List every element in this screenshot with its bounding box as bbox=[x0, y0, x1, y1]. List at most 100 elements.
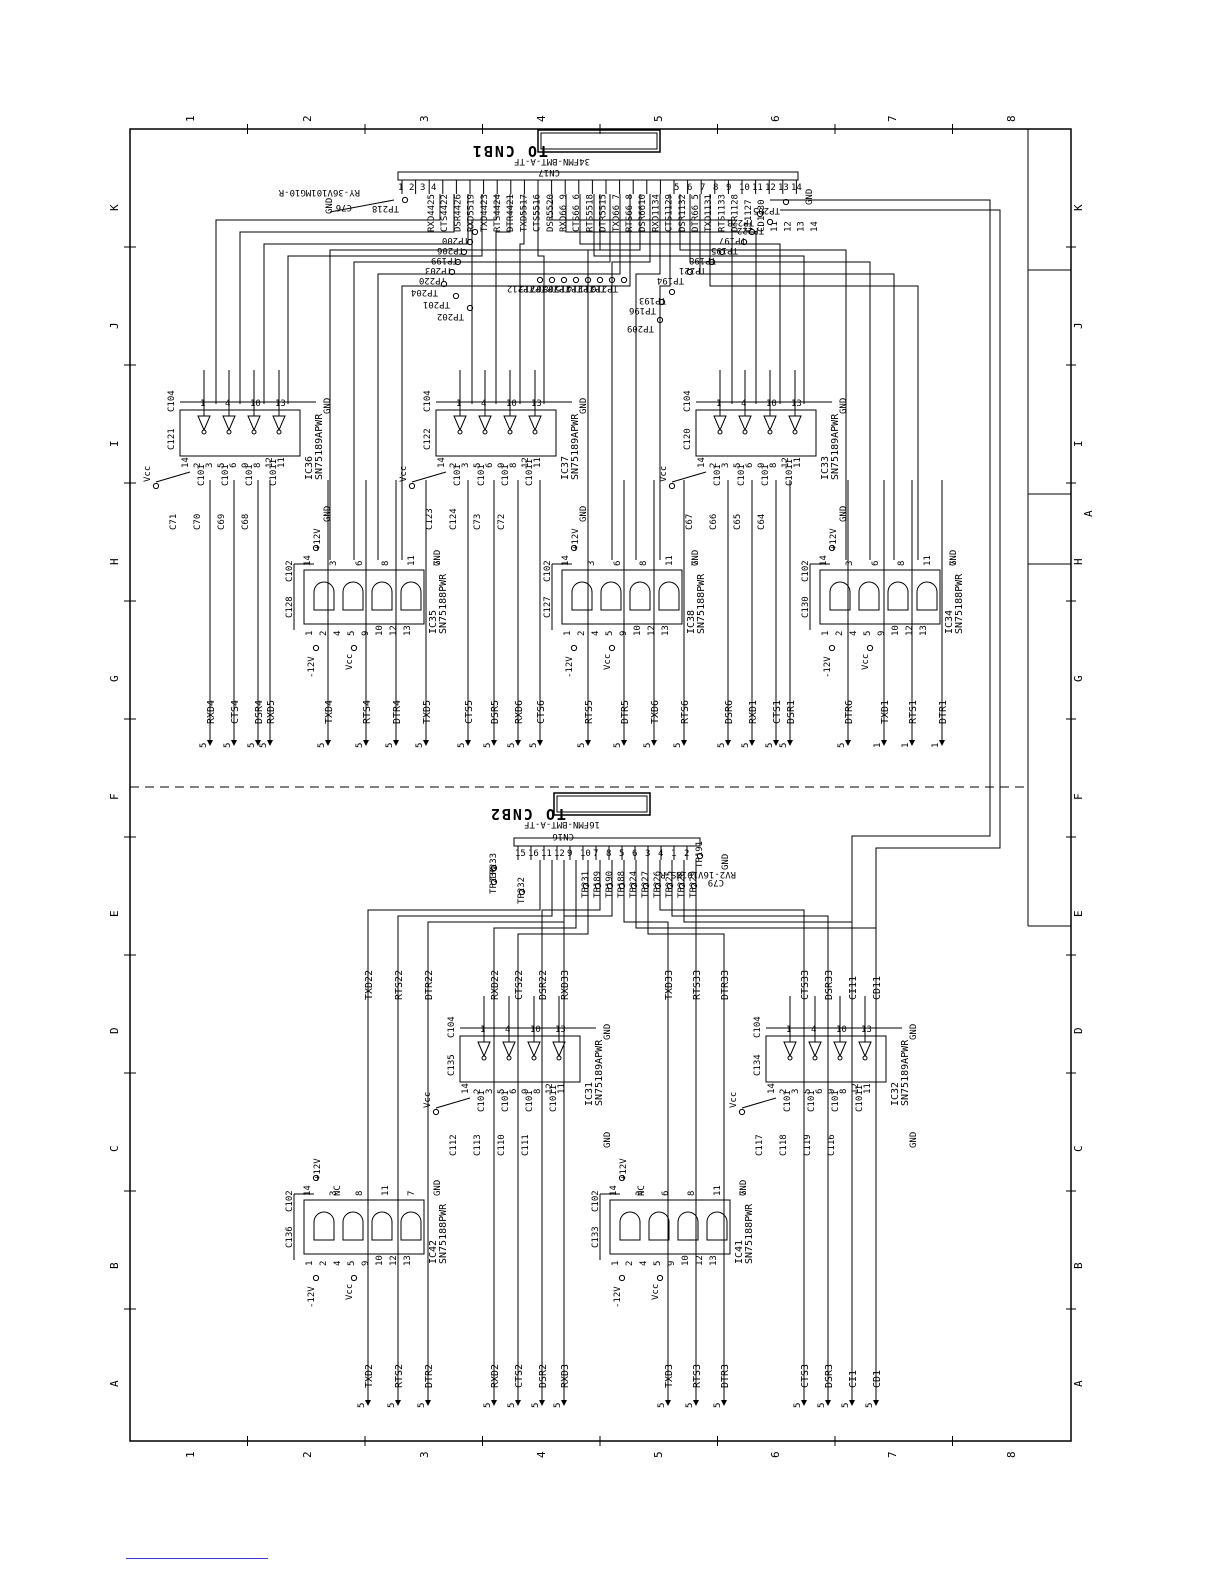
pin-number: 5 bbox=[217, 463, 227, 468]
receiver-part: SN75189APWR bbox=[570, 413, 581, 480]
pin-number: 2 bbox=[779, 1089, 789, 1094]
pin-number: 1 bbox=[456, 399, 461, 409]
testpoint bbox=[560, 276, 568, 284]
receiver-ic-name: IC33 bbox=[820, 456, 831, 480]
vcc-terminal bbox=[350, 644, 358, 652]
pin-number: 5 bbox=[653, 1261, 663, 1266]
vcc-label: Vcc bbox=[651, 1284, 661, 1300]
output-arrow bbox=[363, 740, 369, 746]
signal-wire bbox=[329, 194, 601, 560]
inverter-bubble bbox=[506, 1055, 512, 1061]
pin-number: 1 bbox=[821, 631, 831, 636]
nc-label: NC bbox=[637, 1185, 647, 1196]
sheet-ref: 5 bbox=[529, 743, 539, 748]
testpoint-label: TP224 bbox=[629, 871, 639, 898]
testpoint-label: TP190 bbox=[605, 871, 615, 898]
pin-number: 1 bbox=[786, 1025, 791, 1035]
cap-label: C104 bbox=[753, 1016, 763, 1038]
col-label-top: 3 bbox=[418, 115, 431, 122]
sheet-ref: 5 bbox=[223, 743, 233, 748]
receiver-body bbox=[459, 1035, 581, 1083]
vcc-terminal bbox=[432, 1108, 440, 1116]
signal-wire bbox=[517, 860, 589, 1400]
pin-number: 2 bbox=[319, 631, 329, 636]
output-arrow bbox=[365, 1400, 371, 1406]
cap-label: C1011 bbox=[855, 1085, 865, 1112]
pin-number: 3 bbox=[635, 1191, 645, 1196]
testpoint-label: TP230 bbox=[489, 867, 499, 894]
vcc-terminal bbox=[738, 1108, 746, 1116]
output-signal-label: RXD1 bbox=[748, 700, 759, 724]
testpoint-label: TP199 bbox=[431, 255, 458, 265]
cnb2-part: 16FMN-BMT-A-TF bbox=[524, 819, 600, 829]
output-signal-label: RXD2 bbox=[490, 1364, 501, 1388]
nand-gate bbox=[313, 581, 335, 611]
driver-body bbox=[303, 569, 425, 625]
output-signal-label: RTS3 bbox=[692, 1364, 703, 1388]
testpoint-label: TP227 bbox=[641, 871, 651, 898]
p12-label: +12V bbox=[571, 528, 581, 550]
driver-ic-name: IC35 bbox=[428, 610, 439, 634]
pin-number: 7 bbox=[691, 561, 701, 566]
row-label-right: K bbox=[1072, 204, 1085, 211]
pin-number: 6 bbox=[485, 463, 495, 468]
pin-number: 10 bbox=[375, 625, 385, 636]
row-label-left: G bbox=[108, 675, 121, 682]
output-arrow bbox=[909, 740, 915, 746]
output-cap: C73 bbox=[473, 514, 483, 530]
side-mark: A bbox=[1082, 510, 1095, 517]
output-signal-label: CI1 bbox=[848, 1370, 859, 1388]
row-label-right: E bbox=[1072, 910, 1085, 917]
testpoint bbox=[782, 198, 790, 206]
vcc-terminal bbox=[608, 644, 616, 652]
pin-number: 14 bbox=[437, 457, 447, 468]
m12-label: -12V bbox=[823, 656, 833, 678]
m12-label: -12V bbox=[307, 1286, 317, 1308]
gnd-label: GND bbox=[949, 550, 959, 566]
col-label-bottom: 2 bbox=[301, 1451, 314, 1458]
receiver-body bbox=[695, 409, 817, 457]
output-signal-label: DSR2 bbox=[538, 1364, 549, 1388]
output-cap: C69 bbox=[217, 514, 227, 530]
pin-number: 12 bbox=[265, 457, 275, 468]
pin-number: 2 bbox=[709, 463, 719, 468]
footer-rule bbox=[126, 1558, 268, 1559]
pin-number: 5 bbox=[347, 1261, 357, 1266]
output-signal-label: DSR3 bbox=[824, 1364, 835, 1388]
pin-number: 11 bbox=[713, 1185, 723, 1196]
output-arrow bbox=[787, 740, 793, 746]
sheet-ref: 5 bbox=[483, 743, 493, 748]
sheet-ref: 1 bbox=[873, 743, 883, 748]
pin-number: 5 bbox=[803, 1089, 813, 1094]
inverter-bubble bbox=[481, 1055, 487, 1061]
vcc-terminal bbox=[656, 1274, 664, 1282]
pin-number: 9 bbox=[827, 1089, 837, 1094]
cnb2-signal-label: CD11 bbox=[872, 976, 883, 1000]
testpoint-label: TP228 bbox=[677, 871, 687, 898]
cnb2-signal-label: CTS22 bbox=[514, 970, 525, 1000]
row-label-left: I bbox=[108, 440, 121, 447]
testpoint bbox=[658, 298, 666, 306]
cn17-pin-number: 1 bbox=[398, 183, 403, 193]
pin-number: 14 bbox=[181, 457, 191, 468]
output-arrow bbox=[825, 1400, 831, 1406]
receiver-part: SN75189APWR bbox=[594, 1039, 605, 1106]
cn16-pin-number: 5 bbox=[619, 849, 624, 859]
output-cap: C112 bbox=[449, 1134, 459, 1156]
gnd-label: GND bbox=[603, 1132, 613, 1148]
signal-wire bbox=[427, 860, 565, 1400]
pin-number: 1 bbox=[563, 631, 573, 636]
output-signal-label: CTS2 bbox=[514, 1364, 525, 1388]
cn16-header bbox=[513, 837, 701, 847]
cn17-signal-name: DTR4421 bbox=[506, 194, 516, 232]
testpoint bbox=[518, 888, 526, 896]
pin-number: 13 bbox=[661, 625, 671, 636]
cn17-signal-name: DTR66 5 bbox=[691, 194, 701, 232]
vcc-wire bbox=[741, 1097, 777, 1109]
vcc-label: Vcc bbox=[729, 1092, 739, 1108]
signal-wire bbox=[215, 194, 441, 404]
col-label-bottom: 5 bbox=[652, 1451, 665, 1458]
inverter-gate bbox=[502, 1041, 516, 1058]
output-cap: C111 bbox=[521, 1134, 531, 1156]
receiver-ic-name: IC31 bbox=[584, 1082, 595, 1106]
